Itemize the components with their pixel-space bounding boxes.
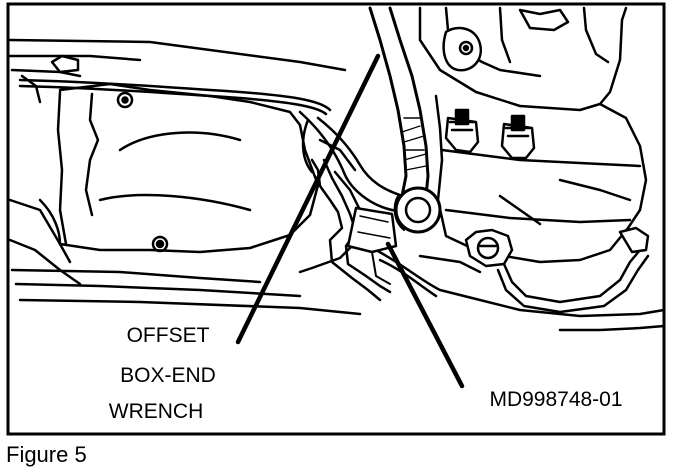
callout-tool-part-number: MD998748-01 xyxy=(489,388,622,411)
callout-wrench-line2: BOX-END xyxy=(120,364,216,387)
figure-frame xyxy=(6,2,666,436)
leader-wrench xyxy=(235,53,381,345)
leader-tool xyxy=(385,241,465,389)
callout-wrench-line1: OFFSET xyxy=(127,324,210,347)
engine-drawing xyxy=(8,6,666,332)
callout-wrench-line3: WRENCH xyxy=(109,400,204,423)
figure-caption: Figure 5 xyxy=(6,442,87,467)
